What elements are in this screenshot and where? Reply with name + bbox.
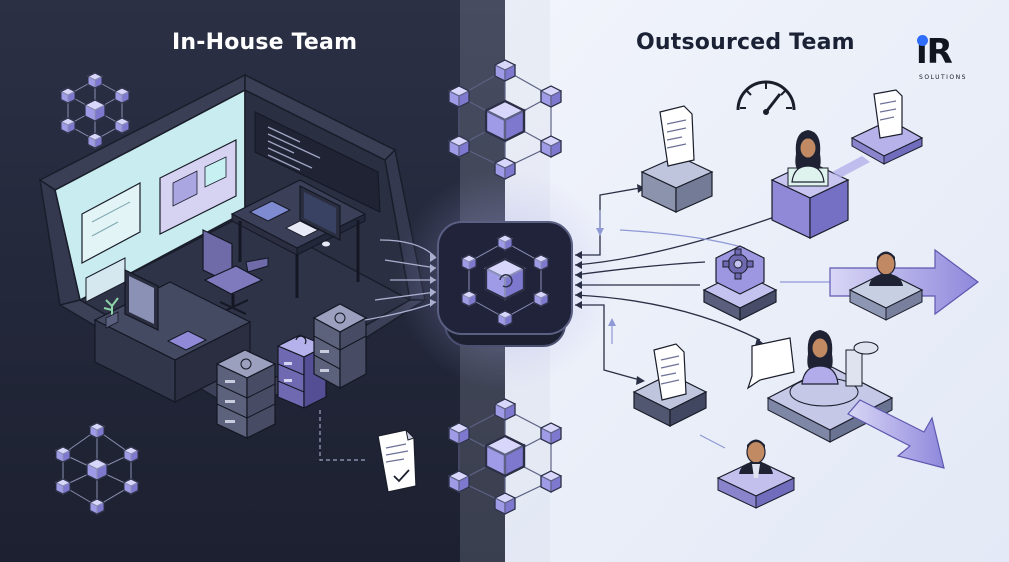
outsourced-team-title: Outsourced Team [636, 30, 855, 55]
person-icon [770, 130, 850, 239]
monitor-icon [299, 185, 341, 241]
network-cube-icon [448, 59, 562, 180]
monitor-icon [124, 269, 159, 331]
speedometer-icon [736, 80, 796, 115]
server-stack-icon [312, 303, 368, 390]
arrow-icon [847, 399, 945, 469]
office-room-icon [38, 73, 428, 461]
server-stack-icon [215, 349, 277, 439]
desk-icon [93, 269, 252, 403]
central-hub-icon [395, 169, 615, 389]
document-check-icon [377, 428, 417, 493]
network-cube-icon [448, 398, 562, 515]
chat-bubble-icon [746, 337, 795, 390]
brand-logo: iR SOLUTIONS [912, 34, 974, 88]
brand-tagline: SOLUTIONS [919, 74, 967, 81]
desk-icon [230, 179, 367, 298]
person-icon [716, 438, 796, 509]
gear-icon [702, 245, 778, 321]
document-icon [632, 343, 708, 427]
brand-dot-icon [917, 35, 928, 46]
network-cube-icon [60, 72, 130, 149]
in-house-team-title: In-House Team [172, 30, 358, 55]
network-cube-icon [55, 422, 139, 515]
person-icon [848, 250, 924, 321]
document-icon [640, 105, 714, 213]
chair-icon [202, 229, 269, 315]
document-icon [850, 89, 924, 165]
